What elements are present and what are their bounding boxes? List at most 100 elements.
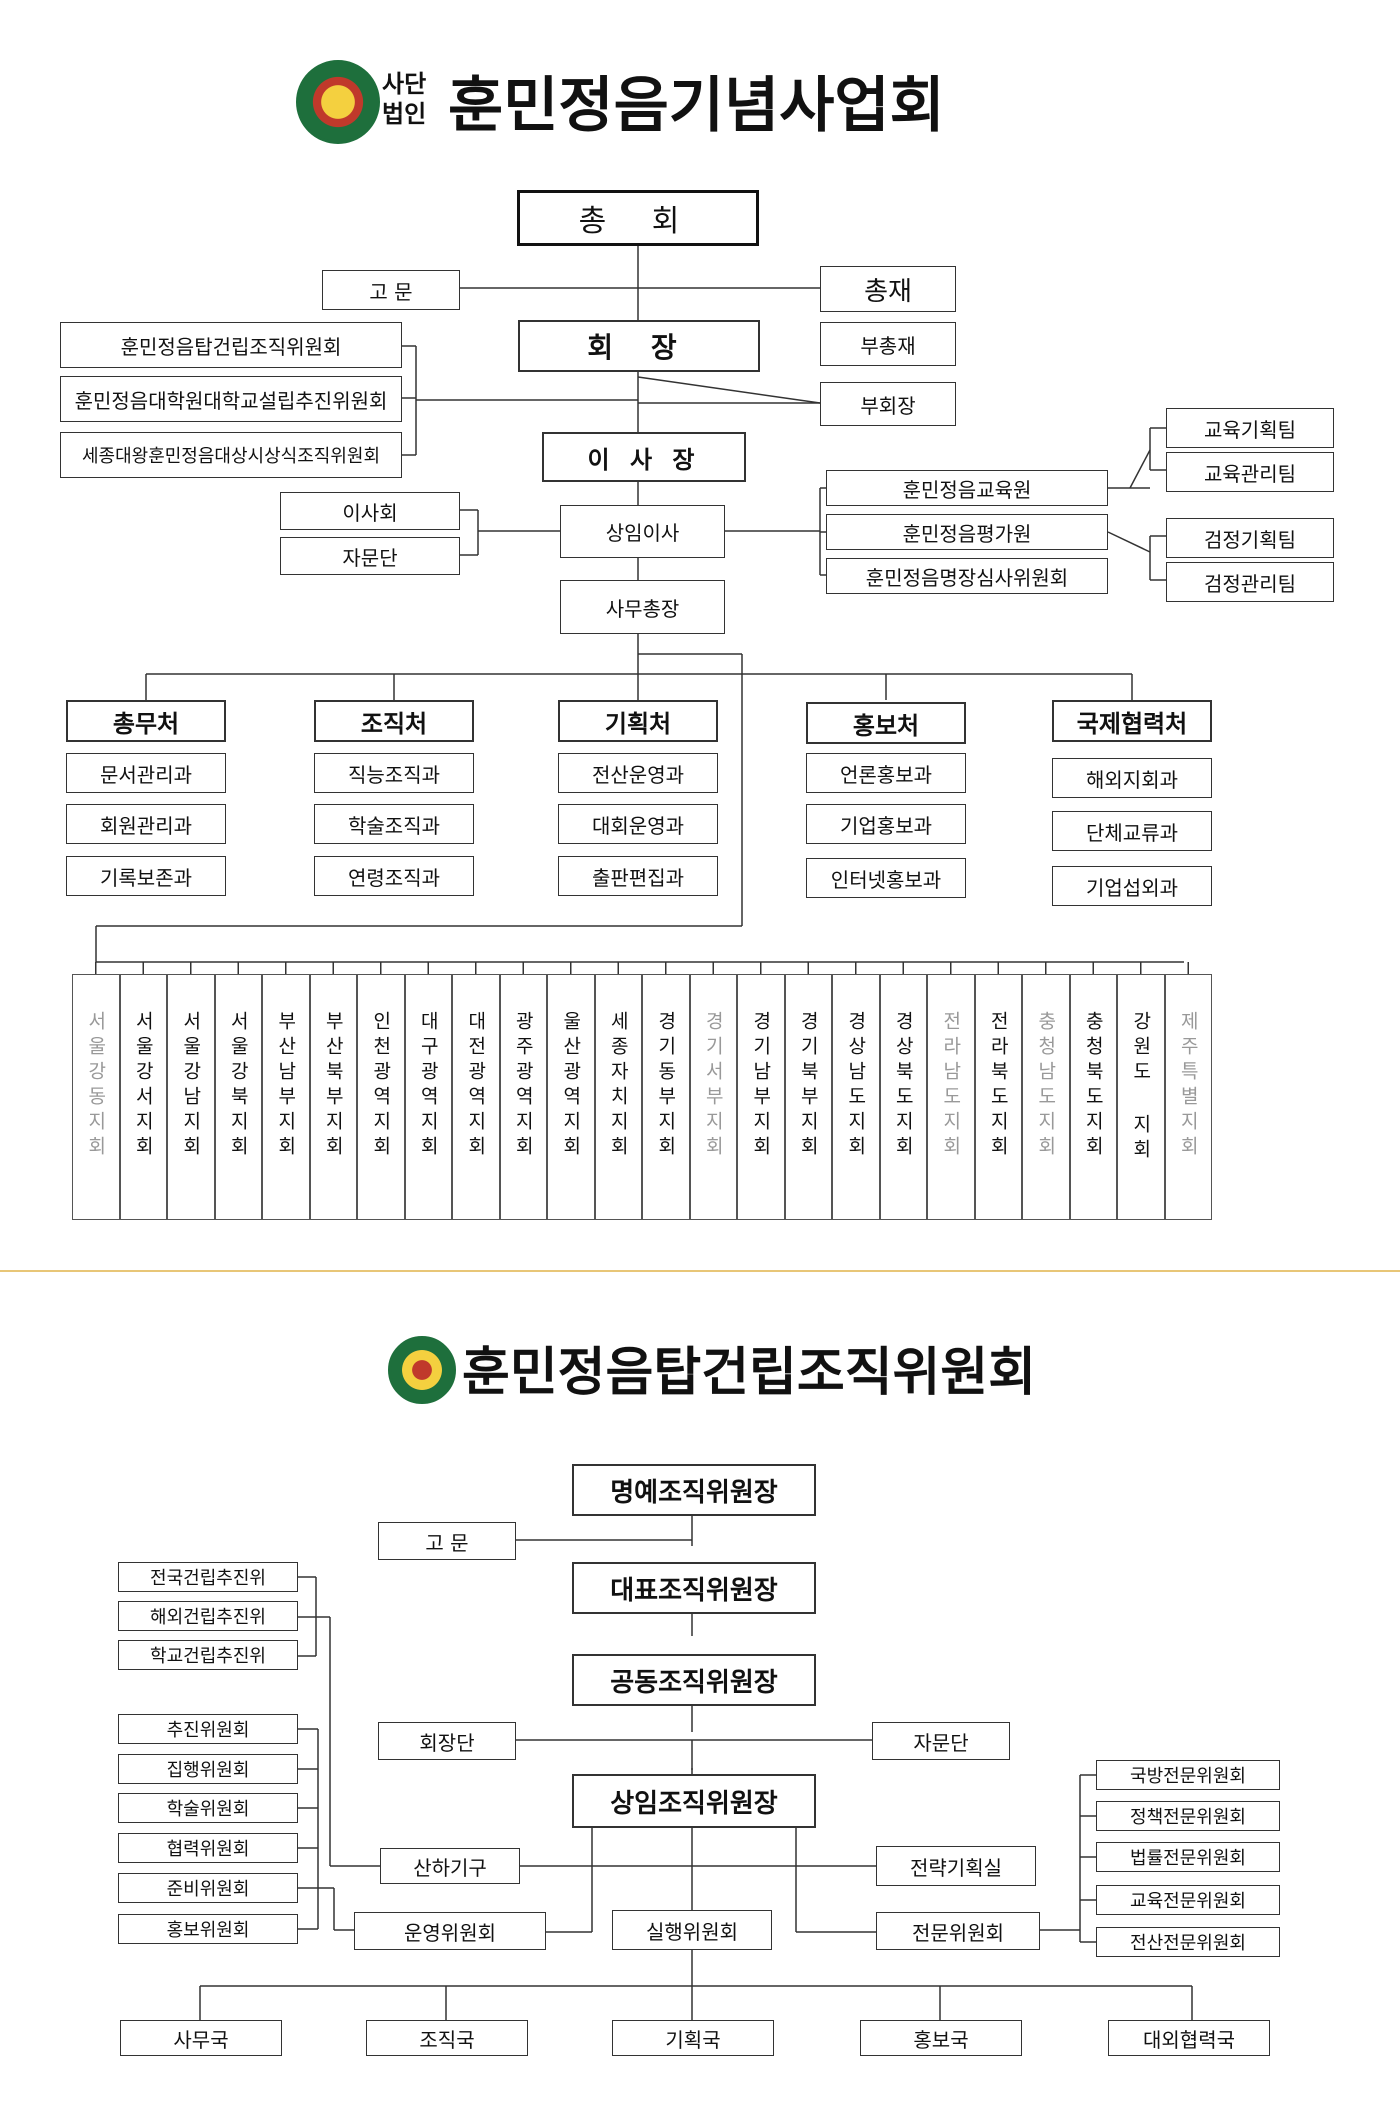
committee-box: 홍보위원회 [118,1914,298,1944]
section-box: 기업섭외과 [1052,866,1212,906]
section-box: 문서관리과 [66,753,226,793]
vice-chair-box: 부회장 [820,382,956,426]
branch-column: 광주광역지회 [499,974,547,1220]
branch-column: 경기동부지회 [642,974,690,1220]
department-box: 조직처 [314,700,474,742]
branch-column: 제주특별지회 [1164,974,1212,1220]
institute-box: 훈민정음교육원 [826,470,1108,506]
department-box: 기획처 [558,700,718,742]
advisor-box: 고 문 [322,270,460,310]
section-box: 회원관리과 [66,804,226,844]
board-chair-box: 이 사 장 [542,432,746,482]
advisory-group-box: 자문단 [872,1722,1010,1760]
chart1-title: 훈민정음기념사업회 [448,70,945,141]
branch-column: 서울강남지회 [167,974,215,1220]
branch-column: 전라남도지회 [927,974,975,1220]
section-box: 전산운영과 [558,753,718,793]
committee-box: 협력위원회 [118,1833,298,1863]
committee-box: 준비위원회 [118,1873,298,1903]
society-emblem-icon [296,60,380,144]
section-box: 기업홍보과 [806,804,966,844]
executive-committee-box: 실행위원회 [612,1910,772,1950]
bureau-box: 사무국 [120,2020,282,2056]
section-box: 기록보존과 [66,856,226,896]
branch-column: 충청북도지회 [1069,974,1117,1220]
section-box: 해외지회과 [1052,758,1212,798]
institute-box: 훈민정음명장심사위원회 [826,558,1108,594]
tower-committee-emblem-icon [388,1336,456,1404]
chair-box: 회 장 [518,320,760,372]
committee-box: 집행위원회 [118,1754,298,1784]
promo-group: 해외건립추진위 [118,1601,298,1631]
left-committee: 세종대왕훈민정음대상시상식조직위원회 [60,432,402,478]
co-chair-box: 공동조직위원장 [572,1654,816,1706]
bureau-box: 기획국 [612,2020,774,2056]
branch-column: 경기서부지회 [689,974,737,1220]
advisor-box-2: 고 문 [378,1522,516,1560]
branch-column: 울산광역지회 [547,974,595,1220]
advisory-council: 자문단 [280,537,460,575]
section-box: 직능조직과 [314,753,474,793]
section-box: 연령조직과 [314,856,474,896]
presidium-box: 회장단 [378,1722,516,1760]
branch-column: 전라북도지회 [974,974,1022,1220]
promo-group: 전국건립추진위 [118,1562,298,1592]
department-box: 총무처 [66,700,226,742]
branch-column: 인천광역지회 [357,974,405,1220]
exam-team: 검정기획팀 [1166,518,1334,558]
expert-subcommittee: 전산전문위원회 [1096,1927,1280,1957]
strategy-office-box: 전략기획실 [876,1846,1036,1886]
left-committee: 훈민정음탑건립조직위원회 [60,322,402,368]
department-box: 홍보처 [806,702,966,744]
subsidiary-box: 산하기구 [380,1848,520,1884]
branch-column: 경상북도지회 [879,974,927,1220]
edu-team: 교육관리팀 [1166,452,1334,492]
bureau-box: 조직국 [366,2020,528,2056]
branch-column: 부산남부지회 [262,974,310,1220]
standing-director-box: 상임이사 [560,505,725,558]
general-assembly: 총 회 [517,190,759,246]
honorary-chair-box: 명예조직위원장 [572,1464,816,1516]
branch-column: 경기남부지회 [737,974,785,1220]
bureau-box: 홍보국 [860,2020,1022,2056]
section-box: 인터넷홍보과 [806,858,966,898]
committee-box: 학술위원회 [118,1793,298,1823]
section-box: 언론홍보과 [806,753,966,793]
vice-president-box: 부총재 [820,322,956,366]
operations-committee-box: 운영위원회 [354,1912,546,1950]
branch-column: 경기북부지회 [784,974,832,1220]
branch-column: 대구광역지회 [404,974,452,1220]
institute-box: 훈민정음평가원 [826,514,1108,550]
branch-column: 세종자치지회 [594,974,642,1220]
standing-chair-box: 상임조직위원장 [572,1774,816,1828]
section-box: 학술조직과 [314,804,474,844]
section-box: 출판편집과 [558,856,718,896]
branch-column: 충청남도지회 [1022,974,1070,1220]
branch-column: 대전광역지회 [452,974,500,1220]
board-council: 이사회 [280,492,460,530]
org-type-label: 사단 법인 [382,70,427,128]
expert-subcommittee: 법률전문위원회 [1096,1842,1280,1872]
representative-chair-box: 대표조직위원장 [572,1562,816,1614]
department-box: 국제협력처 [1052,700,1212,742]
left-committee: 훈민정음대학원대학교설립추진위원회 [60,376,402,422]
branch-column: 강원도 지회 [1117,974,1165,1220]
edu-team: 교육기획팀 [1166,408,1334,448]
section-box: 대회운영과 [558,804,718,844]
branch-column: 서울강동지회 [72,974,120,1220]
secretary-general-box: 사무총장 [560,580,725,634]
branch-column: 부산북부지회 [309,974,357,1220]
committee-box: 추진위원회 [118,1714,298,1744]
bureau-box: 대외협력국 [1108,2020,1270,2056]
expert-subcommittee: 교육전문위원회 [1096,1885,1280,1915]
promo-group: 학교건립추진위 [118,1640,298,1670]
expert-subcommittee: 정책전문위원회 [1096,1801,1280,1831]
exam-team: 검정관리팀 [1166,562,1334,602]
chart2-title: 훈민정음탑건립조직위원회 [462,1342,1037,1403]
president-box: 총재 [820,266,956,312]
expert-committee-box: 전문위원회 [876,1912,1040,1950]
branch-column: 서울강서지회 [119,974,167,1220]
expert-subcommittee: 국방전문위원회 [1096,1760,1280,1790]
section-divider [0,1270,1400,1272]
section-box: 단체교류과 [1052,811,1212,851]
